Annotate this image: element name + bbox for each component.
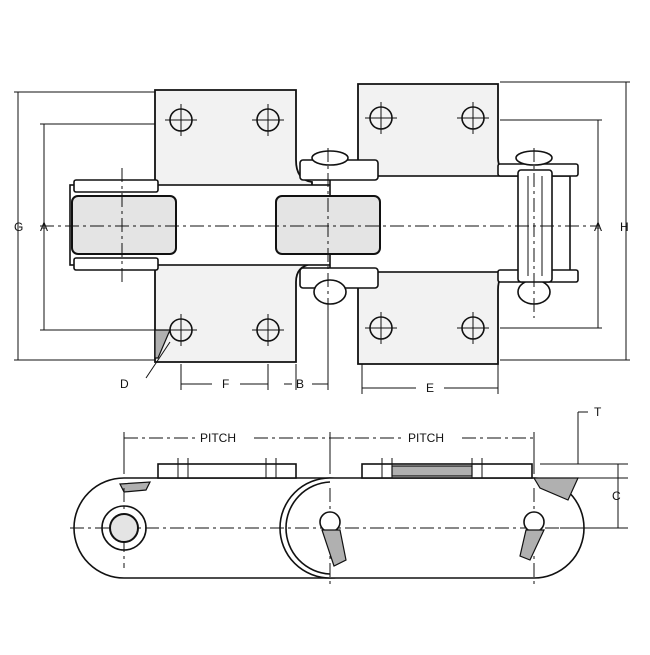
bolt-hole (365, 102, 397, 134)
label-G: G (14, 220, 23, 234)
pin-side-middle (319, 511, 341, 533)
roller-side-left (101, 505, 147, 551)
bolt-hole (457, 312, 489, 344)
label-T: T (594, 405, 602, 419)
label-B: B (296, 377, 304, 391)
label-E: E (426, 381, 434, 395)
label-D: D (120, 377, 129, 391)
top-view: G A A H D F B E (14, 81, 630, 395)
label-A-right: A (594, 220, 602, 234)
pin-side-right (523, 511, 545, 533)
label-H: H (620, 220, 629, 234)
bolt-hole (165, 104, 197, 136)
bolt-hole (252, 314, 284, 346)
label-C: C (612, 489, 621, 503)
bolt-hole (457, 102, 489, 134)
bolt-hole (252, 104, 284, 136)
side-view: PITCH PITCH (70, 405, 628, 584)
label-pitch-2: PITCH (408, 431, 444, 445)
label-A-left: A (40, 220, 48, 234)
roller-left (71, 195, 177, 255)
label-F: F (222, 377, 229, 391)
bolt-hole (365, 312, 397, 344)
label-pitch-1: PITCH (200, 431, 236, 445)
